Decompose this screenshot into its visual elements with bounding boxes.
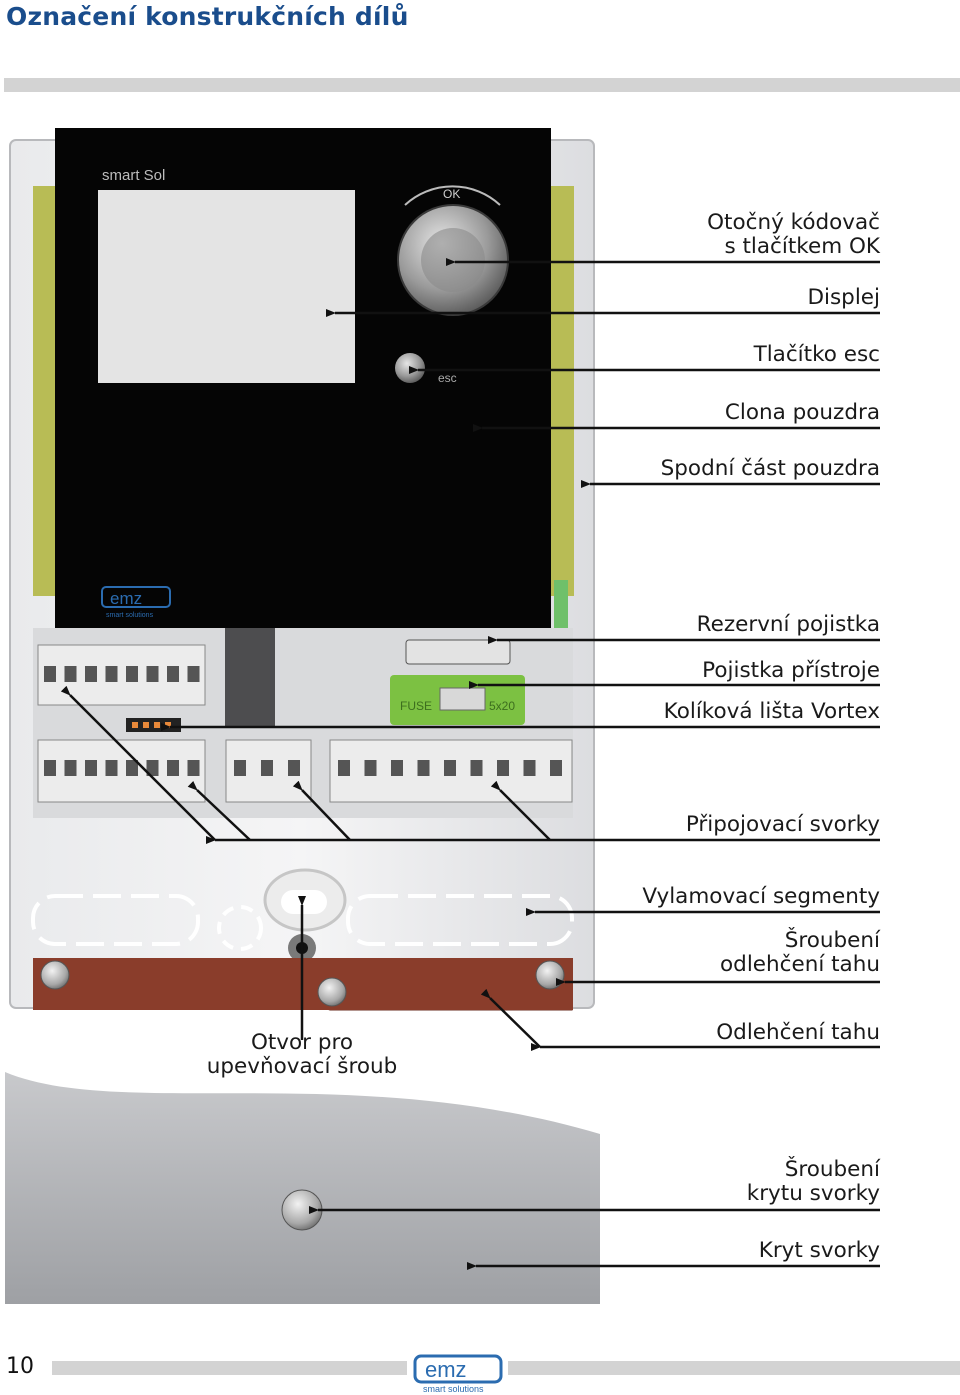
label-line: Šroubení xyxy=(784,928,880,953)
terminal-screw xyxy=(187,666,200,682)
label-line: Otvor pro xyxy=(250,1030,354,1055)
terminal-screw xyxy=(187,760,200,776)
label-line: Odlehčení tahu xyxy=(716,1020,880,1045)
label-line: Tlačítko esc xyxy=(753,342,880,367)
label-esc: Tlačítko esc xyxy=(754,343,880,367)
terminal-screw xyxy=(167,760,179,776)
header-rule xyxy=(4,78,960,92)
label-line: odlehčení tahu xyxy=(720,952,880,977)
label-spare-fuse: Rezervní pojistka xyxy=(697,613,880,637)
terminal-screw xyxy=(470,760,483,776)
fuse-rating: 5x20 xyxy=(489,699,515,713)
terminal-screw xyxy=(444,760,456,776)
brand-text: smart Sol xyxy=(102,167,165,184)
label-line: Šroubení xyxy=(784,1157,880,1182)
terminal-screw xyxy=(44,666,56,682)
label-line: Spodní část pouzdra xyxy=(660,456,880,481)
terminal-screw xyxy=(126,760,138,776)
label-line: Pojistka přístroje xyxy=(702,658,880,683)
label-line: upevňovací šroub xyxy=(206,1054,398,1079)
label-vortex: Kolíková lišta Vortex xyxy=(664,700,880,724)
knockout-area xyxy=(31,868,574,1011)
esc-button xyxy=(395,353,425,383)
mount-hole xyxy=(281,890,327,914)
front-cover: smart Sol OK esc emz smart solutions xyxy=(55,128,551,628)
terminal-screw xyxy=(85,760,97,776)
terminal-block-top xyxy=(37,644,206,706)
terminal-screw xyxy=(44,760,56,776)
label-line: krytu svorky xyxy=(746,1181,880,1206)
terminal-screw xyxy=(105,760,118,776)
terminal-screw xyxy=(288,760,300,776)
label-line: Otočný kódovač xyxy=(707,210,880,235)
label-line: Připojovací svorky xyxy=(685,812,880,837)
terminal-screw xyxy=(64,760,77,776)
terminal-screw xyxy=(146,666,159,682)
terminal-screw xyxy=(234,760,246,776)
leader-line xyxy=(490,780,551,841)
footer-logo-text: emz xyxy=(425,1357,467,1382)
terminal-screw xyxy=(497,760,509,776)
terminal-screw xyxy=(261,760,273,776)
leader-line xyxy=(60,685,216,841)
page-title: Označení konstrukčních dílů xyxy=(6,2,409,31)
ok-label: OK xyxy=(443,187,460,201)
footer-logo: emz smart solutions xyxy=(413,1354,503,1394)
terminal-cover xyxy=(5,1072,600,1304)
label-line: Vylamovací segmenty xyxy=(642,884,880,909)
terminal-screw xyxy=(146,760,159,776)
label-line: Clona pouzdra xyxy=(724,400,880,425)
label-knockouts: Vylamovací segmenty xyxy=(642,885,880,909)
terminal-screw xyxy=(167,666,179,682)
label-line: Kryt svorky xyxy=(758,1238,880,1263)
label-base: Spodní část pouzdra xyxy=(661,457,880,481)
footer-logo-sub: smart solutions xyxy=(423,1384,484,1394)
label-cover: Clona pouzdra xyxy=(725,401,880,425)
terminal-screw xyxy=(126,666,138,682)
terminal-screw xyxy=(64,666,77,682)
label-device-fuse: Pojistka přístroje xyxy=(702,659,880,683)
footer-rule-left xyxy=(52,1361,407,1375)
leader-line xyxy=(292,780,351,841)
leader-line xyxy=(187,780,251,841)
label-line: Kolíková lišta Vortex xyxy=(663,699,880,724)
label-terminal-cover: Kryt svorky xyxy=(759,1239,880,1263)
label-strain-relief: Odlehčení tahu xyxy=(716,1021,880,1045)
terminal-screw xyxy=(523,760,536,776)
display-screen xyxy=(98,190,355,383)
terminal-screw xyxy=(550,760,562,776)
terminal-area: FUSE 5x20 xyxy=(33,628,573,818)
terminal-screw xyxy=(417,760,430,776)
cover-logo: emz xyxy=(110,589,142,608)
label-terminals: Připojovací svorky xyxy=(686,813,880,837)
page-number: 10 xyxy=(6,1354,34,1379)
fuse-text: FUSE xyxy=(400,699,432,713)
terminal-screw xyxy=(391,760,403,776)
terminal-screw xyxy=(85,666,97,682)
terminal-screw xyxy=(338,760,350,776)
label-display: Displej xyxy=(807,286,880,310)
label-line: Displej xyxy=(807,285,880,310)
spare-fuse xyxy=(405,639,511,665)
footer-rule-right xyxy=(508,1361,960,1375)
leader-line xyxy=(480,988,541,1048)
esc-label: esc xyxy=(438,371,457,385)
terminal-screw xyxy=(105,666,118,682)
cover-logo-sub: smart solutions xyxy=(106,612,154,619)
label-line: s tlačítkem OK xyxy=(724,234,880,259)
terminal-screw xyxy=(364,760,377,776)
label-line: Rezervní pojistka xyxy=(696,612,880,637)
